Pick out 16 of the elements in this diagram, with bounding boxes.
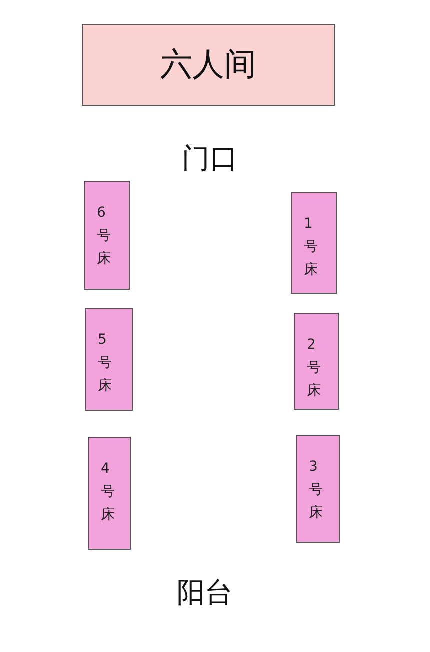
bed-label: 5号床 bbox=[98, 331, 112, 396]
location-label: 阳台 bbox=[177, 575, 233, 611]
bed-box bbox=[291, 192, 337, 294]
bed-label: 1号床 bbox=[304, 215, 318, 280]
bed-box bbox=[84, 181, 130, 290]
room-title: 六人间 bbox=[160, 44, 256, 85]
title-box bbox=[82, 24, 335, 106]
location-label: 门口 bbox=[182, 141, 238, 177]
bed-label: 2号床 bbox=[307, 336, 321, 402]
bed-box bbox=[294, 313, 339, 410]
bed-label: 3号床 bbox=[309, 458, 323, 524]
bed-box bbox=[296, 435, 340, 543]
bed-box bbox=[85, 308, 133, 411]
bed-label: 6号床 bbox=[97, 204, 111, 270]
bed-label: 4号床 bbox=[101, 460, 115, 526]
bed-box bbox=[88, 437, 131, 550]
